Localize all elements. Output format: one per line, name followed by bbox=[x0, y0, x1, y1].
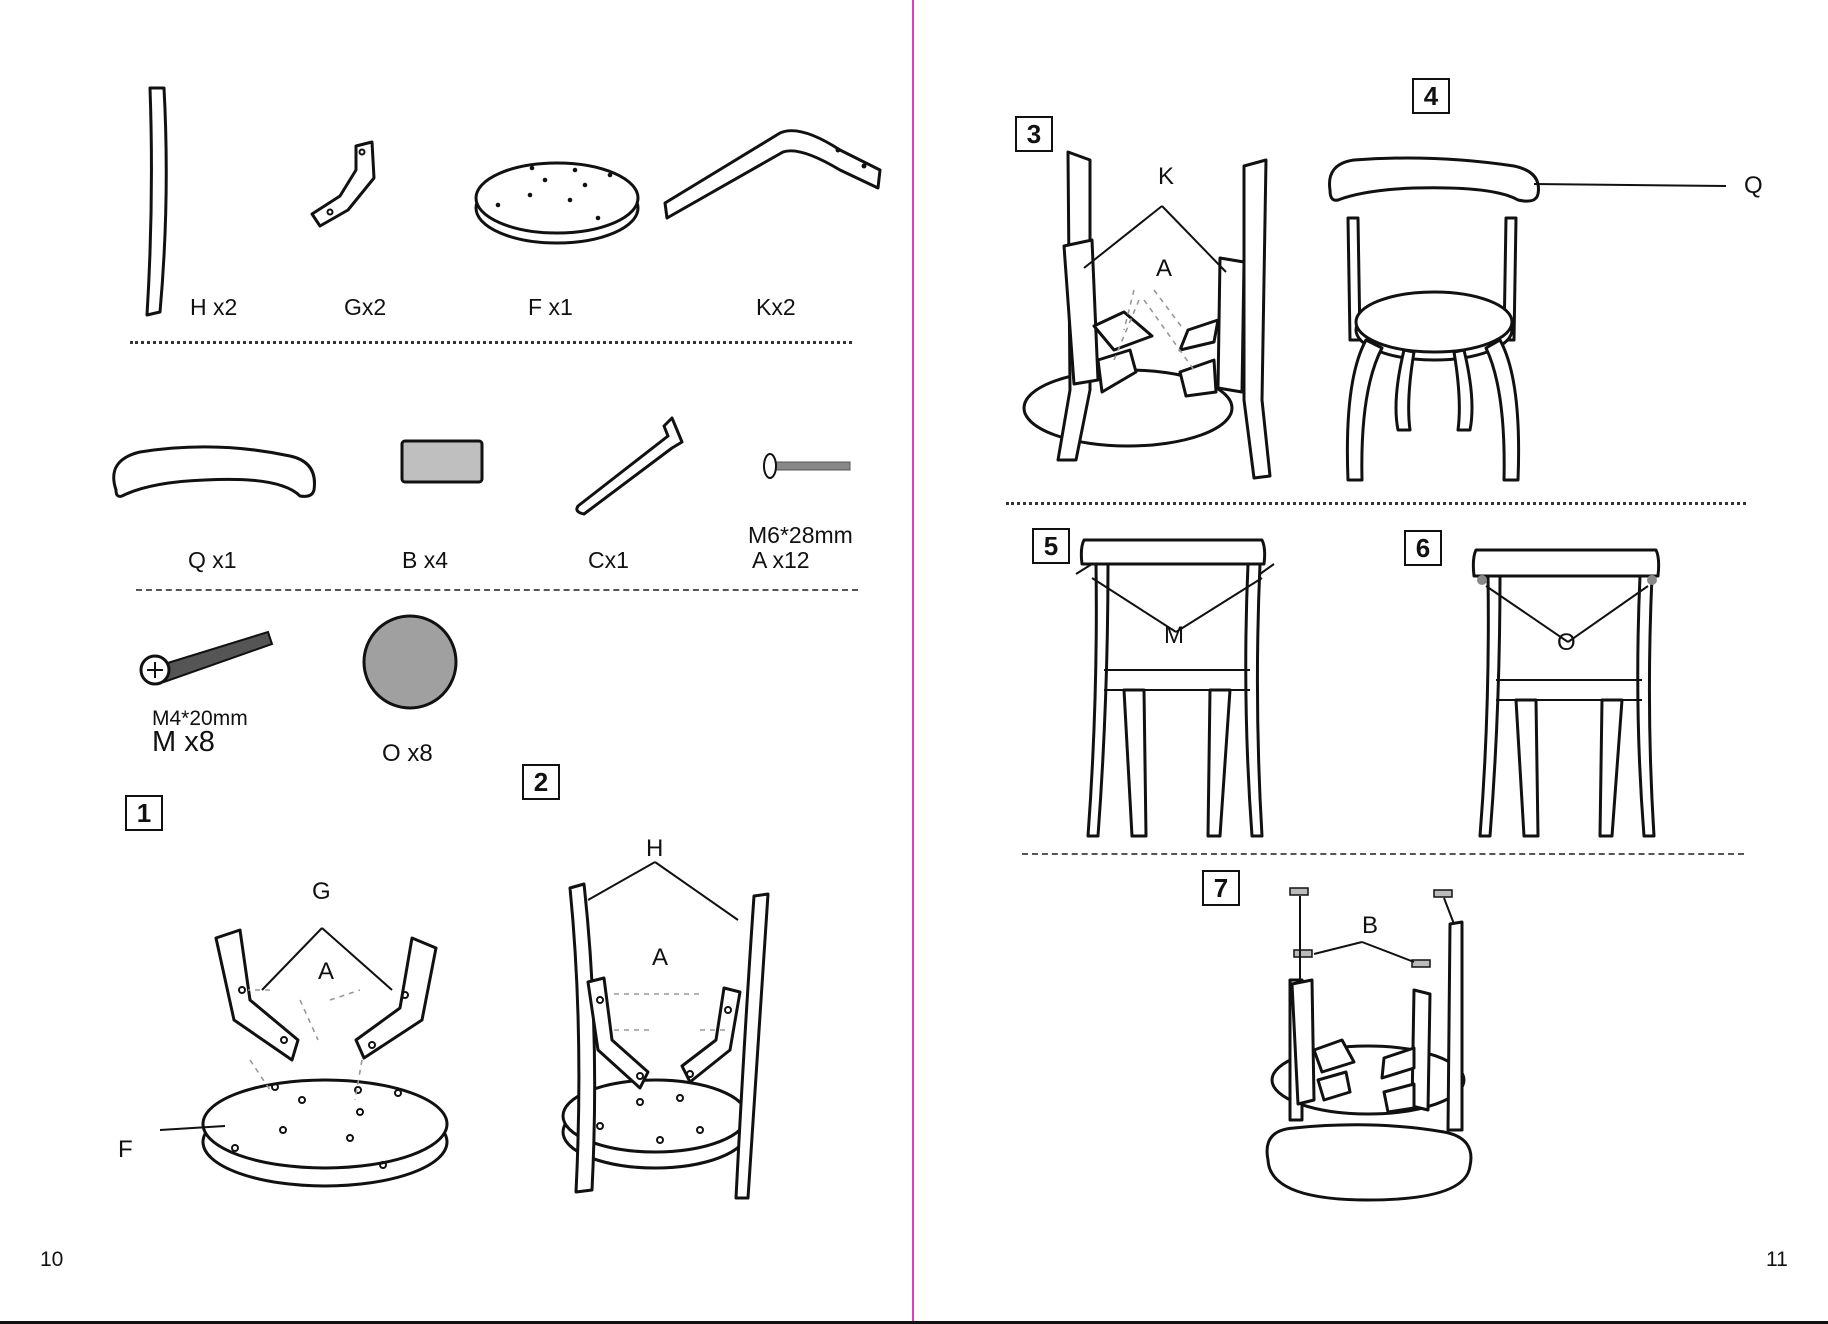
page-number-left: 10 bbox=[40, 1248, 63, 1272]
divider-row1 bbox=[130, 341, 852, 344]
step1-badge: 1 bbox=[125, 795, 163, 831]
step4-label-q: Q bbox=[1744, 174, 1763, 198]
step2-label-a: A bbox=[652, 946, 668, 970]
part-h-label: H x2 bbox=[190, 296, 237, 319]
part-q-label: Q x1 bbox=[188, 549, 237, 572]
part-a-label: A x12 bbox=[752, 549, 810, 572]
divider-right-row1 bbox=[1006, 502, 1746, 505]
step1-drawing bbox=[160, 928, 447, 1186]
step5-drawing bbox=[1076, 540, 1274, 836]
part-h-leg-drawing bbox=[147, 88, 166, 315]
step5-label-m: M bbox=[1164, 624, 1184, 648]
part-m-label: M x8 bbox=[152, 728, 215, 757]
divider-row2 bbox=[136, 589, 858, 591]
part-g-label: Gx2 bbox=[344, 296, 386, 319]
part-k-rail-drawing bbox=[665, 131, 880, 218]
part-q-backrest-drawing bbox=[114, 447, 315, 497]
part-f-seat-drawing bbox=[476, 163, 638, 243]
part-g-bracket-drawing bbox=[312, 142, 374, 226]
step2-drawing bbox=[563, 862, 768, 1198]
divider-right-row2 bbox=[1022, 853, 1744, 855]
part-k-label: Kx2 bbox=[756, 296, 796, 319]
step1-label-a: A bbox=[318, 960, 334, 984]
step3-label-k: K bbox=[1158, 165, 1174, 189]
step3-label-a: A bbox=[1156, 257, 1172, 281]
part-a-bolt-drawing bbox=[764, 454, 850, 478]
step5-badge: 5 bbox=[1032, 528, 1070, 564]
step6-badge: 6 bbox=[1404, 530, 1442, 566]
step7-badge: 7 bbox=[1202, 870, 1240, 906]
part-c-label: Cx1 bbox=[588, 549, 629, 572]
step3-drawing bbox=[1024, 152, 1270, 478]
manual-page-right: 3 K A 4 Q 5 M 6 O 7 B 11 bbox=[914, 0, 1828, 1324]
part-c-hexkey-drawing bbox=[577, 418, 682, 514]
part-o-glide-drawing bbox=[364, 616, 456, 708]
step1-label-f: F bbox=[118, 1138, 133, 1162]
step6-drawing bbox=[1473, 550, 1658, 836]
right-page-illustrations bbox=[914, 0, 1828, 1324]
step6-label-o: O bbox=[1557, 631, 1576, 655]
step7-label-b: B bbox=[1362, 914, 1378, 938]
step2-badge: 2 bbox=[522, 764, 560, 800]
step4-badge: 4 bbox=[1412, 78, 1450, 114]
left-page-illustrations bbox=[0, 0, 912, 1324]
step1-label-g: G bbox=[312, 880, 331, 904]
part-a-size: M6*28mm bbox=[748, 524, 853, 547]
part-m-screw-drawing bbox=[141, 632, 272, 684]
part-b-label: B x4 bbox=[402, 549, 448, 572]
step4-drawing bbox=[1330, 158, 1727, 480]
part-b-pad-drawing bbox=[402, 441, 482, 482]
part-f-label: F x1 bbox=[528, 296, 573, 319]
part-o-label: O x8 bbox=[382, 742, 433, 766]
step3-badge: 3 bbox=[1015, 116, 1053, 152]
step2-label-h: H bbox=[646, 837, 663, 861]
manual-page-left: H x2 Gx2 F x1 Kx2 Q x1 B x4 Cx1 M6*28mm … bbox=[0, 0, 912, 1324]
page-number-right: 11 bbox=[1766, 1248, 1788, 1272]
